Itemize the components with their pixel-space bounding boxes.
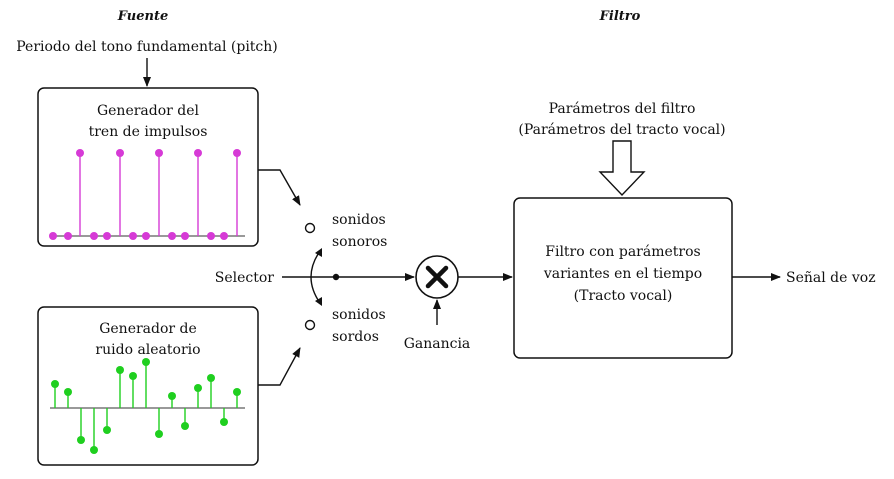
selector-label: Selector: [215, 270, 275, 286]
zero-sample-dot: [168, 232, 176, 240]
filter-box: [513, 197, 733, 359]
impulse-generator-box: [37, 87, 259, 247]
pitch-label: Periodo del tono fundamental (pitch): [16, 39, 278, 55]
noise-dot: [51, 380, 59, 388]
zero-sample-dot: [129, 232, 137, 240]
multiply-icon: [425, 265, 449, 289]
zero-sample-dot: [142, 232, 150, 240]
noise-dot: [116, 366, 124, 374]
voiced-label-line1: sonidos: [332, 212, 386, 228]
output-label: Señal de voz: [786, 270, 876, 286]
noise-dot: [90, 446, 98, 454]
impulse-dot: [194, 149, 202, 157]
voiced-contact: [304, 222, 316, 234]
impulse-dot: [76, 149, 84, 157]
filter-params-arrow: [598, 140, 646, 197]
noise-dot: [103, 426, 111, 434]
impulse-dot: [233, 149, 241, 157]
unvoiced-contact: [304, 319, 316, 331]
noise-dot: [181, 422, 189, 430]
zero-sample-dot: [207, 232, 215, 240]
noise-dot: [168, 392, 176, 400]
impulse-output-wire: [258, 169, 301, 206]
impulse-generator-title-line2: tren de impulsos: [89, 124, 208, 140]
zero-sample-dot: [103, 232, 111, 240]
noise-dot: [129, 372, 137, 380]
unvoiced-label-line2: sordos: [332, 329, 379, 345]
selector-arc-arrow-up: [315, 248, 322, 257]
filter-params-line2: (Parámetros del tracto vocal): [518, 122, 725, 138]
noise-dot: [64, 388, 72, 396]
impulse-train: [49, 149, 241, 240]
noise-dot: [220, 418, 228, 426]
noise-dot: [233, 388, 241, 396]
impulse-dot: [116, 149, 124, 157]
unvoiced-label-line1: sonidos: [332, 307, 386, 323]
zero-sample-dot: [49, 232, 57, 240]
filter-box-line2: variantes en el tiempo: [543, 266, 702, 282]
zero-sample-dot: [90, 232, 98, 240]
filter-params-line1: Parámetros del filtro: [549, 101, 696, 117]
noise-dot: [77, 436, 85, 444]
noise-dot: [194, 384, 202, 392]
selector-arc: [310, 250, 321, 304]
gain-label: Ganancia: [404, 336, 471, 352]
selector-arc-arrow-down: [315, 297, 322, 306]
source-header: Fuente: [117, 9, 168, 24]
noise-generator-title-line1: Generador de: [99, 321, 197, 337]
random-noise-samples: [51, 358, 241, 454]
noise-dot: [142, 358, 150, 366]
filter-header: Filtro: [599, 9, 641, 24]
voiced-label-line2: sonoros: [332, 234, 387, 250]
impulse-dot: [155, 149, 163, 157]
zero-sample-dot: [64, 232, 72, 240]
impulse-generator-title-line1: Generador del: [97, 103, 200, 119]
noise-output-wire: [258, 347, 301, 386]
noise-dot: [207, 374, 215, 382]
noise-dot: [155, 430, 163, 438]
zero-sample-dot: [220, 232, 228, 240]
noise-generator-box: [37, 306, 259, 466]
noise-generator-title-line2: ruido aleatorio: [95, 342, 200, 358]
filter-box-line3: (Tracto vocal): [574, 288, 673, 304]
zero-sample-dot: [181, 232, 189, 240]
filter-box-line1: Filtro con parámetros: [545, 244, 700, 260]
